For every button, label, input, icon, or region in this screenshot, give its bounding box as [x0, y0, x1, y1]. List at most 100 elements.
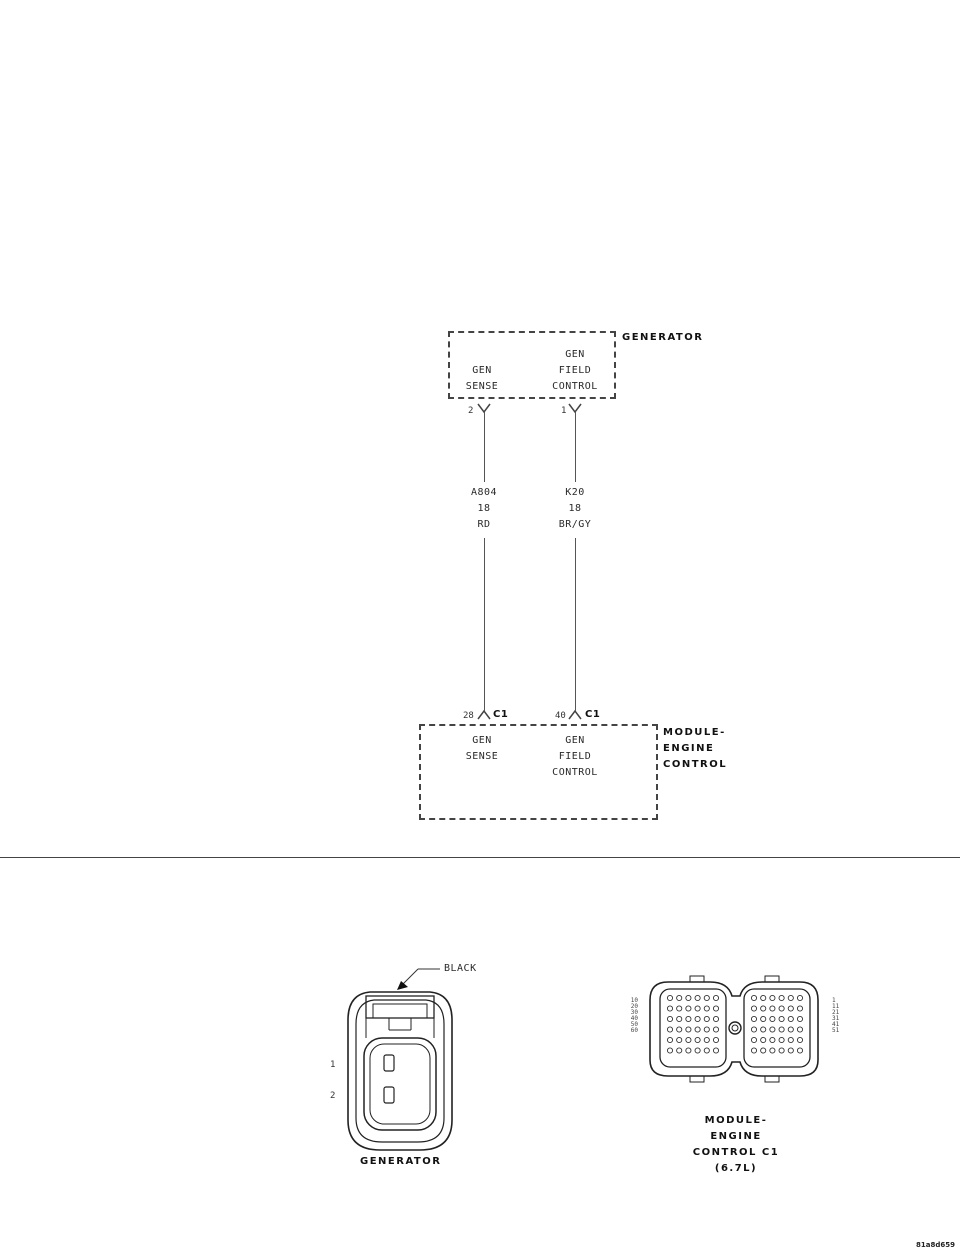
ecm-pin-cavity: [685, 1047, 692, 1054]
ecm-pin-cavity: [750, 1005, 758, 1012]
pin-number: 1: [832, 997, 836, 1004]
label-line: GEN: [565, 735, 585, 746]
generator-connector-caption: GENERATOR: [360, 1156, 442, 1167]
label-line: GEN: [472, 735, 492, 746]
callout-line: [402, 968, 419, 985]
label-line: SENSE: [465, 381, 499, 392]
ecm-pin-cavity: [676, 1047, 683, 1054]
wire-color: BR/GY: [558, 519, 592, 530]
generator-pin-field-number: 1: [561, 406, 567, 416]
ecm-block: [419, 724, 658, 820]
generator-block-title: GENERATOR: [622, 332, 704, 343]
connector-outer-shell: [347, 991, 453, 1151]
pin-number: 50: [630, 1021, 638, 1028]
wire-gauge: 18: [568, 503, 582, 514]
ecm-center-bolt-inner: [731, 1024, 739, 1032]
ecm-pin-cavity: [769, 1005, 776, 1012]
wire-circuit: A804: [470, 487, 498, 498]
ecm-pin-cavity: [796, 994, 804, 1002]
ecm-connector-tab: [689, 1075, 705, 1083]
title-line: CONTROL: [663, 759, 728, 770]
ecm-pin-cavity: [676, 1026, 683, 1033]
ecm-pin-cavity: [703, 1036, 710, 1044]
ecm-pin-cavity: [703, 1047, 710, 1054]
wire-circuit: K20: [565, 487, 585, 498]
ecm-pin-cavity: [666, 1015, 674, 1023]
ecm-pin-cavity: [760, 994, 767, 1002]
ecm-pin-cavity: [666, 1026, 674, 1033]
ecm-gen-sense-label: GEN SENSE: [452, 733, 512, 765]
wire-sense-lower: [484, 538, 485, 711]
figure-id: 81a8d659: [916, 1241, 955, 1249]
ecm-pin-cavity: [796, 1005, 804, 1012]
caption-line: ENGINE: [710, 1131, 762, 1142]
pin-number: 30: [630, 1009, 638, 1016]
ecm-pin-cavity: [666, 1036, 674, 1044]
ecm-pin-cavity: [769, 1036, 776, 1044]
ecm-pin-cavity: [750, 994, 758, 1002]
ecm-pin-cavity: [787, 1005, 794, 1012]
label-line: CONTROL: [552, 767, 598, 778]
ecm-pin-cavity: [703, 1026, 710, 1033]
label-line: SENSE: [465, 751, 499, 762]
ecm-pin-cavity: [712, 1015, 720, 1023]
ecm-pin-cavity: [796, 1047, 804, 1054]
ecm-pin-cavity: [750, 1036, 758, 1044]
pin-number: 10: [630, 997, 638, 1004]
ecm-pin-cavity: [778, 1036, 785, 1044]
ecm-connector-tab: [689, 975, 705, 983]
section-divider: [0, 857, 960, 858]
title-line: ENGINE: [663, 743, 715, 754]
pin-number: 41: [832, 1021, 840, 1028]
ecm-pin-cavity: [685, 1005, 692, 1012]
ecm-pin-cavity: [676, 1015, 683, 1023]
ecm-pin-cavity: [694, 994, 701, 1002]
ecm-gen-field-control-label: GEN FIELD CONTROL: [540, 733, 610, 781]
ecm-center-bolt: [728, 1021, 742, 1035]
ecm-pin-cavity: [769, 1026, 776, 1033]
ecm-pin-cavity: [769, 994, 776, 1002]
ecm-pin-cavity: [676, 1036, 683, 1044]
ecm-pin-sense-number: 28: [463, 711, 474, 721]
generator-block: [448, 331, 616, 399]
ecm-pin-cavity: [666, 994, 674, 1002]
wire-gauge: 18: [477, 503, 491, 514]
wire-sense-label: A804 18 RD: [454, 485, 514, 533]
ecm-pin-cavity: [712, 1005, 720, 1012]
ecm-pin-cavity: [750, 1015, 758, 1023]
ecm-pin-cavity: [685, 994, 692, 1002]
ecm-left-cavity: [659, 988, 727, 1068]
ecm-pin-cavity: [712, 1047, 720, 1054]
latch-inner: [372, 1003, 428, 1019]
title-line: MODULE-: [663, 727, 726, 738]
pin-cavity-inner: [369, 1043, 431, 1125]
ecm-pin-cavity: [760, 1026, 767, 1033]
pin-number: 20: [630, 1003, 638, 1010]
ecm-right-pin-numbers: 1 11 21 31 41 51: [832, 998, 844, 1034]
ecm-pin-cavity: [666, 1047, 674, 1054]
generator-connector-pin-1-label: 1: [330, 1060, 336, 1070]
ecm-pin-cavity: [778, 1015, 785, 1023]
ecm-pin-cavity: [694, 1047, 701, 1054]
ecm-pin-cavity: [760, 1015, 767, 1023]
ecm-pin-cavity: [778, 1047, 785, 1054]
wire-field-lower: [575, 538, 576, 711]
pin-cavity: [363, 1037, 437, 1131]
ecm-pin-cavity: [694, 1015, 701, 1023]
pin-number: 60: [630, 1027, 638, 1034]
callout-arrow: [397, 981, 408, 990]
ecm-pin-cavity: [703, 994, 710, 1002]
ecm-connector-outer-shell: [649, 981, 819, 1077]
ecm-pin-cavity: [769, 1047, 776, 1054]
generator-gen-sense-label: GEN SENSE: [452, 363, 512, 395]
ecm-pin-cavity: [694, 1026, 701, 1033]
wire-sense-upper: [484, 412, 485, 482]
ecm-pin-cavity: [778, 994, 785, 1002]
caption-line: (6.7L): [714, 1163, 758, 1174]
ecm-connector-caption: MODULE- ENGINE CONTROL C1 (6.7L): [690, 1113, 782, 1177]
ecm-pin-cavity: [760, 1036, 767, 1044]
ecm-pin-cavity: [666, 1005, 674, 1012]
generator-connector-color-callout: BLACK: [444, 963, 477, 974]
